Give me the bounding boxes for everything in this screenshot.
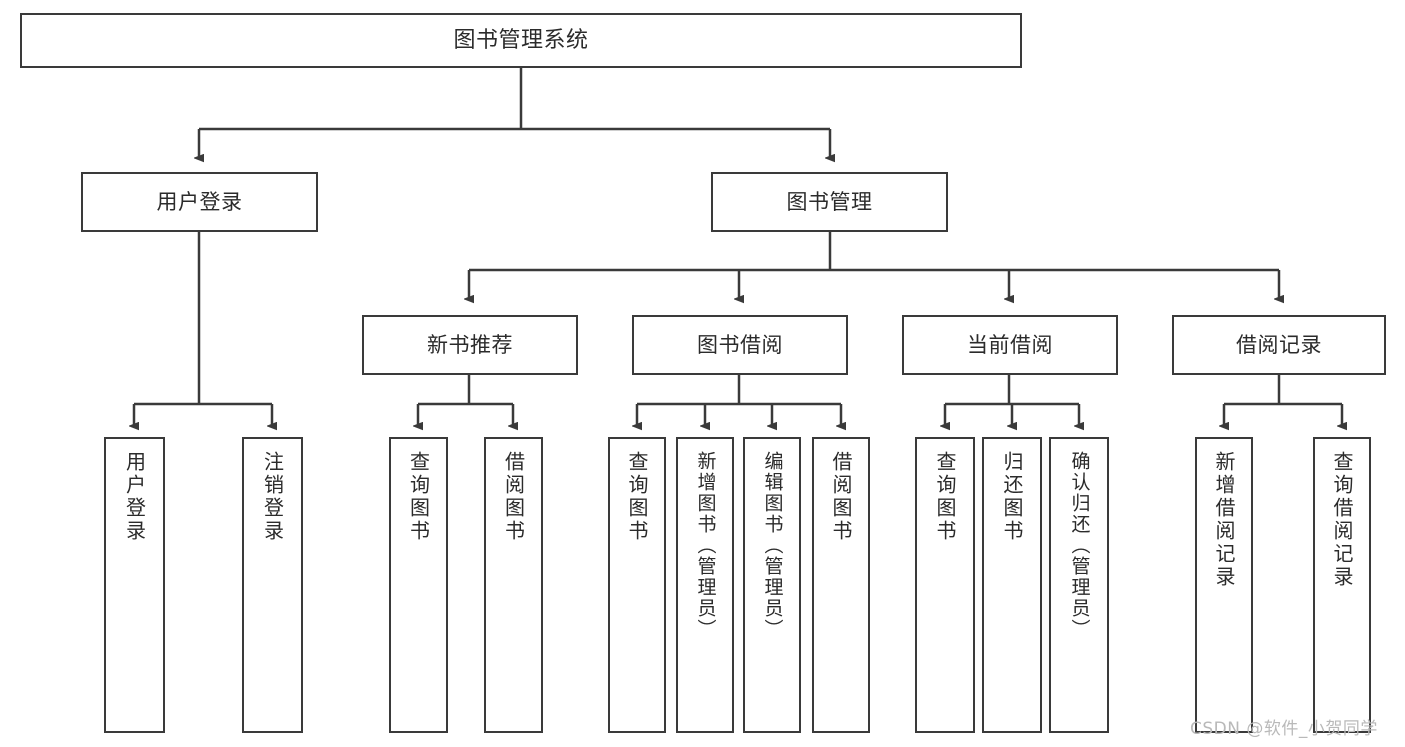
- node-label: 图书管理: [786, 189, 873, 214]
- leaf-borrow-book-borrow[interactable]: 借阅图书: [812, 437, 870, 733]
- node-label: 查询借阅记录: [1330, 451, 1354, 589]
- node-label: 查询图书: [933, 451, 957, 543]
- leaf-confirm-return-admin[interactable]: 确认归还（管理员）: [1049, 437, 1109, 733]
- node-label: 借阅记录: [1236, 332, 1322, 357]
- leaf-query-book-recommend[interactable]: 查询图书: [389, 437, 448, 733]
- node-label: 用户登录: [156, 189, 243, 214]
- node-borrow-record[interactable]: 借阅记录: [1172, 315, 1386, 375]
- node-label: 图书借阅: [697, 332, 783, 357]
- node-label: 注销登录: [260, 451, 285, 543]
- node-book-borrow[interactable]: 图书借阅: [632, 315, 848, 375]
- node-label: 借阅图书: [829, 451, 853, 543]
- leaf-logout-login[interactable]: 注销登录: [242, 437, 303, 733]
- node-label: 借阅图书: [501, 451, 526, 543]
- node-label: 新增图书（管理员）: [694, 451, 717, 640]
- leaf-query-borrow-record[interactable]: 查询借阅记录: [1313, 437, 1371, 733]
- csdn-watermark: CSDN @软件_小贺同学: [1190, 719, 1378, 739]
- node-label: 用户登录: [122, 451, 147, 543]
- leaf-user-login[interactable]: 用户登录: [104, 437, 165, 733]
- leaf-query-book-current[interactable]: 查询图书: [915, 437, 975, 733]
- leaf-add-borrow-record[interactable]: 新增借阅记录: [1195, 437, 1253, 733]
- node-current-borrow[interactable]: 当前借阅: [902, 315, 1118, 375]
- leaf-borrow-book-recommend[interactable]: 借阅图书: [484, 437, 543, 733]
- node-user-login[interactable]: 用户登录: [81, 172, 318, 232]
- leaf-return-book[interactable]: 归还图书: [982, 437, 1042, 733]
- node-label: 确认归还（管理员）: [1068, 451, 1091, 640]
- node-label: 新增借阅记录: [1212, 451, 1236, 589]
- node-label: 当前借阅: [967, 332, 1053, 357]
- leaf-edit-book-admin[interactable]: 编辑图书（管理员）: [743, 437, 801, 733]
- node-label: 查询图书: [625, 451, 649, 543]
- node-label: 新书推荐: [427, 332, 513, 357]
- node-new-book-recommend[interactable]: 新书推荐: [362, 315, 578, 375]
- leaf-add-book-admin[interactable]: 新增图书（管理员）: [676, 437, 734, 733]
- node-label: 归还图书: [1000, 451, 1024, 543]
- node-book-manage[interactable]: 图书管理: [711, 172, 948, 232]
- node-label: 查询图书: [406, 451, 431, 543]
- leaf-query-book-borrow[interactable]: 查询图书: [608, 437, 666, 733]
- node-label: 图书管理系统: [453, 27, 589, 53]
- node-label: 编辑图书（管理员）: [761, 451, 784, 640]
- node-root-system[interactable]: 图书管理系统: [20, 13, 1022, 68]
